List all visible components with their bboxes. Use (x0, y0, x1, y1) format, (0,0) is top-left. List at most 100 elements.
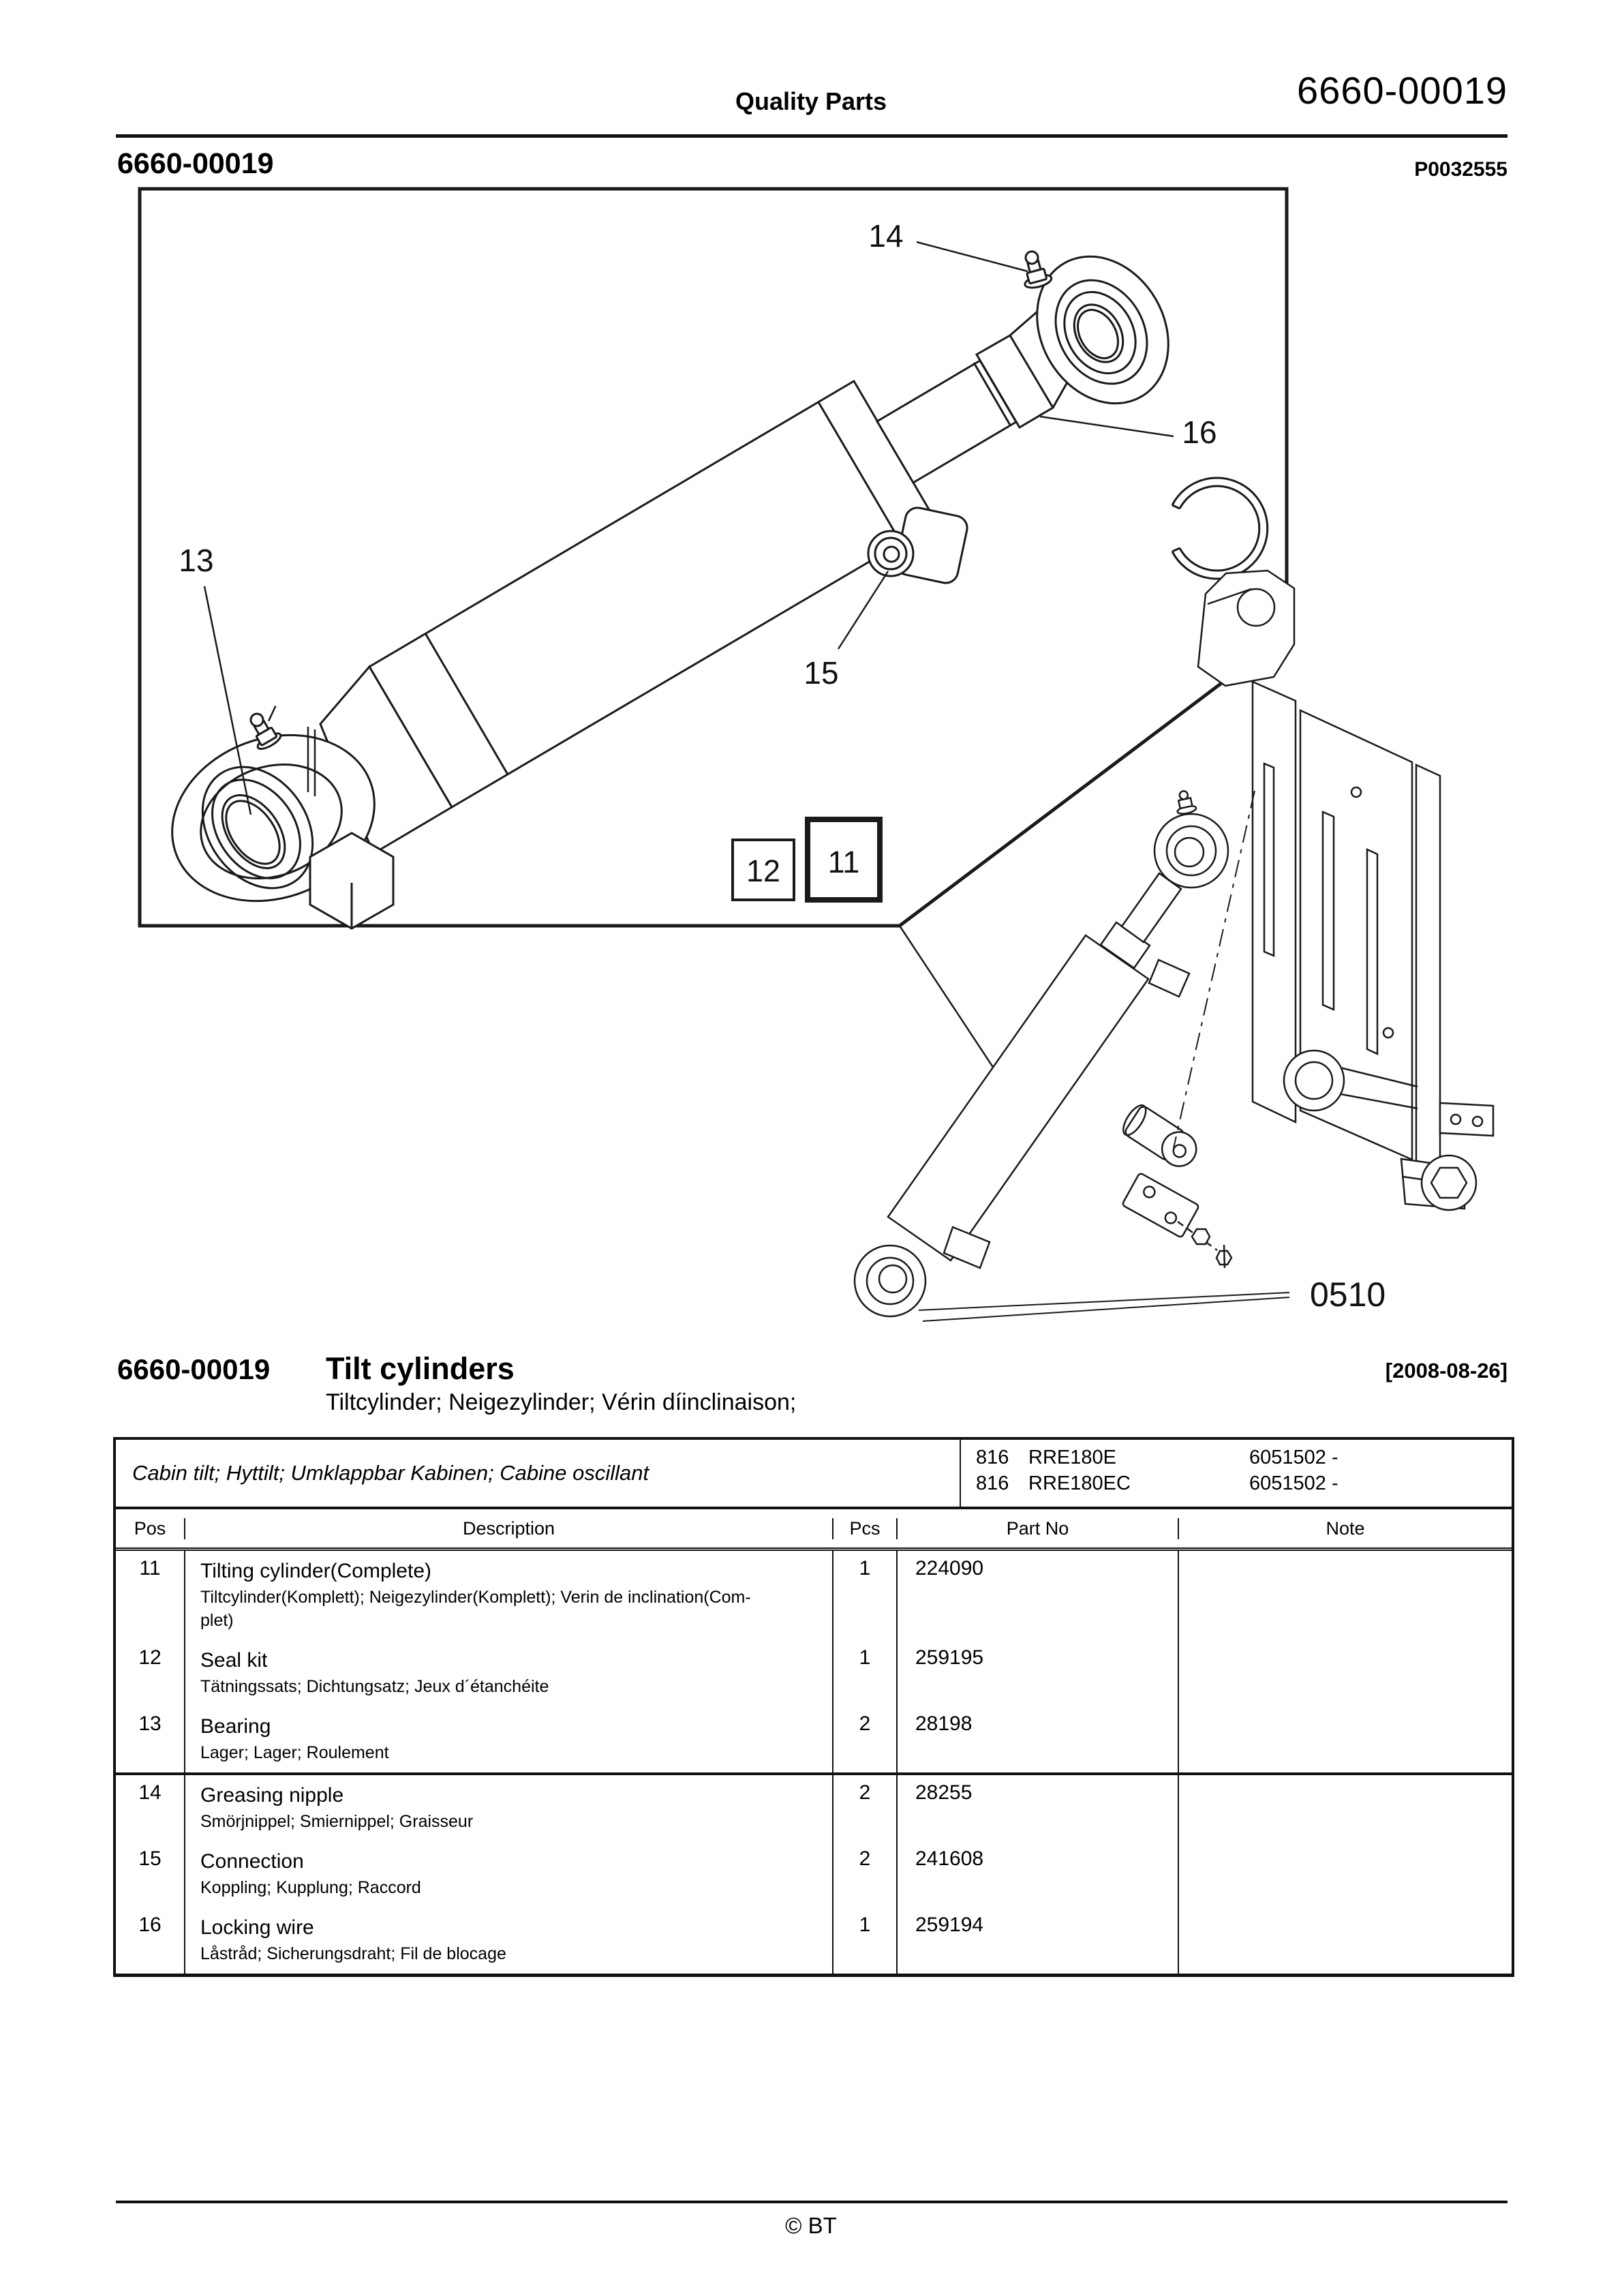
row-note (1179, 1775, 1512, 1841)
plate-code: P0032555 (1414, 158, 1508, 181)
row-description-main: Tilting cylinder(Complete) (200, 1560, 431, 1582)
col-header-description: Description (185, 1517, 833, 1539)
col-header-note: Note (1326, 1517, 1365, 1539)
row-description-main: Connection (200, 1850, 304, 1873)
table-body: 11 Tilting cylinder(Complete) Tiltcylind… (116, 1551, 1512, 1974)
table-row: 15 Connection Koppling; Kupplung; Raccor… (116, 1841, 1512, 1907)
callout-13: 13 (179, 543, 213, 578)
box-12 (731, 839, 795, 901)
row-description-translations: Låstråd; Sicherungsdraht; Fil de blocage (200, 1944, 506, 1963)
leader-16 (1039, 415, 1174, 438)
model-serial: 6051502 - (1249, 1472, 1338, 1494)
row-note (1179, 1841, 1512, 1907)
model-code: 816 (976, 1472, 1009, 1494)
page-header-title: Quality Parts (735, 87, 887, 115)
row-note (1179, 1706, 1512, 1772)
rod-bearing (1063, 290, 1137, 375)
grease-nipple-rod (1024, 250, 1053, 289)
table-row: 11 Tilting cylinder(Complete) Tiltcylind… (116, 1551, 1512, 1640)
table-row: 12 Seal kit Tätningssats; Dichtungsatz; … (116, 1640, 1512, 1706)
row-pos: 12 (116, 1640, 185, 1706)
row-description-translations: Smörjnippel; Smiernippel; Graisseur (200, 1812, 474, 1831)
copyright: © BT (785, 2213, 837, 2238)
model-code: 816 (976, 1447, 1009, 1468)
drawing-frame (138, 187, 1289, 928)
row-description: Seal kit Tätningssats; Dichtungsatz; Jeu… (185, 1640, 833, 1706)
row-description-main: Locking wire (200, 1916, 314, 1939)
detail-pointer-line (898, 925, 1002, 1079)
col-header-pcs: Pcs (833, 1517, 898, 1539)
row-pos: 14 (116, 1775, 185, 1841)
parts-table: Cabin tilt; Hyttilt; Umklappbar Kabinen;… (113, 1437, 1514, 1977)
section-code: 6660-00019 (117, 147, 274, 180)
row-description-main: Greasing nipple (200, 1784, 344, 1807)
technical-drawing: 13 14 15 16 12 11 (138, 187, 1495, 1322)
row-description: Greasing nipple Smörjnippel; Smiernippel… (185, 1775, 833, 1841)
revision-date: [2008-08-26] (1385, 1359, 1508, 1383)
row-pos: 16 (116, 1907, 185, 1974)
box-11-label: 11 (828, 845, 860, 879)
model-row: 816 RRE180EC 6051502 - (961, 1472, 1512, 1498)
row-pos: 15 (116, 1841, 185, 1907)
grease-nipple-base (249, 706, 282, 750)
row-description-translations: Tiltcylinder(Komplett); Neigezylinder(Ko… (200, 1588, 751, 1630)
page-subtitle: Tiltcylinder; Neigezylinder; Vérin díinc… (326, 1389, 797, 1415)
row-pcs: 2 (833, 1841, 898, 1907)
row-note (1179, 1551, 1512, 1640)
row-description-translations: Lager; Lager; Roulement (200, 1743, 389, 1762)
ref-assembly-label: 0510 (1310, 1275, 1386, 1314)
callout-16: 16 (1182, 414, 1216, 450)
row-pcs: 1 (833, 1907, 898, 1974)
model-row: 816 RRE180E 6051502 - (961, 1447, 1512, 1472)
row-part-no: 259195 (898, 1640, 1179, 1706)
box-11 (805, 817, 883, 903)
row-description-translations: Tätningssats; Dichtungsatz; Jeux d´étanc… (200, 1677, 549, 1696)
table-row: 14 Greasing nipple Smörjnippel; Smiernip… (116, 1775, 1512, 1841)
base-bearing (201, 766, 314, 890)
table-row: 13 Bearing Lager; Lager; Roulement 2 281… (116, 1706, 1512, 1775)
row-description: Bearing Lager; Lager; Roulement (185, 1706, 833, 1772)
title-section-code: 6660-00019 (117, 1353, 271, 1385)
page-title: Tilt cylinders (326, 1351, 515, 1386)
row-pcs: 1 (833, 1551, 898, 1640)
row-note (1179, 1907, 1512, 1974)
leader-14 (916, 241, 1028, 273)
footer-rule (116, 2201, 1508, 2203)
header-rule (116, 134, 1508, 138)
row-pos: 11 (116, 1551, 185, 1640)
row-description: Locking wire Låstråd; Sicherungsdraht; F… (185, 1907, 833, 1974)
cylinder-tube (367, 379, 938, 809)
box-12-label: 12 (746, 854, 780, 888)
leader-13 (203, 586, 252, 815)
row-note (1179, 1640, 1512, 1706)
row-description-main: Bearing (200, 1715, 271, 1738)
document-number: 6660-00019 (1297, 69, 1508, 112)
leader-15 (837, 571, 889, 650)
rod-eye-ring (1036, 255, 1169, 405)
col-header-part-no: Part No (898, 1517, 1179, 1539)
row-part-no: 28198 (898, 1706, 1179, 1772)
row-part-no: 28255 (898, 1775, 1179, 1841)
table-header-row: Pos Description Pcs Part No Note (116, 1509, 1512, 1551)
row-part-no: 259194 (898, 1907, 1179, 1974)
row-description: Connection Koppling; Kupplung; Raccord (185, 1841, 833, 1907)
model-name: RRE180E (1028, 1447, 1116, 1468)
row-description-main: Seal kit (200, 1649, 268, 1672)
row-description-translations: Koppling; Kupplung; Raccord (200, 1878, 421, 1897)
model-list: 816 RRE180E 6051502 - 816 RRE180EC 60515… (960, 1440, 1512, 1507)
base-nut (309, 832, 395, 930)
row-part-no: 241608 (898, 1841, 1179, 1907)
reference-assembly-drawing (853, 569, 1495, 1322)
callout-15: 15 (804, 655, 838, 691)
row-pos: 13 (116, 1706, 185, 1772)
model-serial: 6051502 - (1249, 1447, 1338, 1468)
row-description: Tilting cylinder(Complete) Tiltcylinder(… (185, 1551, 833, 1640)
ref-cylinder-tube (887, 934, 1150, 1262)
col-header-pos: Pos (116, 1517, 185, 1539)
applicability-band: Cabin tilt; Hyttilt; Umklappbar Kabinen;… (116, 1440, 1512, 1509)
applicability-text: Cabin tilt; Hyttilt; Umklappbar Kabinen;… (132, 1461, 649, 1485)
row-pcs: 2 (833, 1775, 898, 1841)
locking-wire-ring (1171, 477, 1269, 580)
row-pcs: 1 (833, 1640, 898, 1706)
